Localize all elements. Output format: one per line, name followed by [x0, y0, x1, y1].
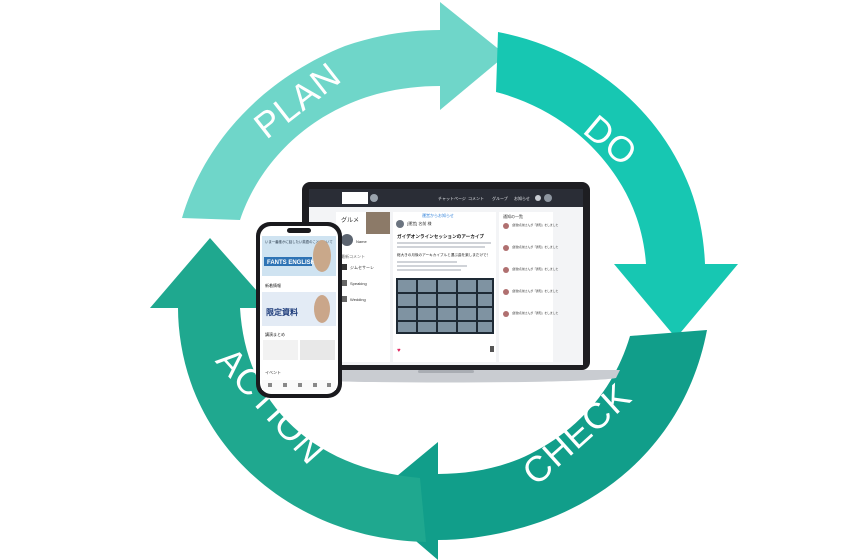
author-avatar — [396, 220, 404, 228]
list-item[interactable]: ジムセサーレ — [350, 265, 374, 270]
banner-tagline: いま一番誰かに話したい英語のことについて — [265, 239, 333, 244]
list-item[interactable]: Speaking — [350, 281, 367, 286]
banner-title: FANTS ENGLISH — [267, 260, 315, 266]
do-arrow — [496, 32, 738, 338]
left-column-title: グルメ — [341, 216, 359, 224]
notification-item[interactable]: [運営]名前さんが「通知」をしました — [512, 311, 559, 315]
card-title: 限定資料 — [266, 307, 298, 317]
phone-section-title: イベント — [265, 370, 281, 375]
laptop-mockup: チャットページ コメント グループ お知らせ グルメ Name 最新コメント ジ… — [272, 182, 620, 383]
profile-icon[interactable] — [327, 383, 331, 387]
phone-mockup: いま一番誰かに話したい英語のことについて FANTS ENGLISH 新着情報 … — [256, 222, 342, 398]
notification-item[interactable]: [運営]名前さんが「通知」をしました — [512, 289, 559, 293]
post-subtitle: 総大きの月後のアーキカイプルと選ぶ曲を楽しまだけで！ — [397, 252, 490, 257]
chat-icon[interactable] — [298, 383, 302, 387]
food-photo — [366, 212, 390, 234]
check-arrow — [368, 330, 707, 560]
bell-icon[interactable] — [313, 383, 317, 387]
post-title: ガイデオンラインセッションのアーカイブ — [397, 233, 484, 240]
profile-avatar — [341, 234, 353, 246]
plan-arrow — [182, 2, 506, 220]
nav-item-comment[interactable]: コメント — [468, 196, 484, 201]
banner-person — [313, 240, 331, 272]
notification-item[interactable]: [運営]名前さんが「通知」をしました — [512, 267, 559, 271]
user-avatar[interactable] — [544, 194, 552, 202]
cycle-ring — [150, 2, 738, 560]
search-icon[interactable] — [283, 383, 287, 387]
right-column-title: 通知の一覧 — [503, 213, 523, 219]
article-thumb[interactable] — [263, 340, 298, 360]
post-header: 運営からお知らせ — [422, 212, 454, 218]
nav-item-chat[interactable]: チャットページ — [438, 195, 466, 201]
phone-section-title: 新着情報 — [265, 282, 281, 288]
phone-section-title: 講演まとめ — [265, 331, 285, 337]
nav-item-group[interactable]: グループ — [492, 195, 508, 201]
list-item[interactable]: Wedding — [350, 297, 366, 302]
profile-name: Name — [356, 239, 367, 244]
app-logo — [342, 192, 368, 204]
article-thumb[interactable] — [300, 340, 335, 360]
notification-item[interactable]: [運営]名前さんが「通知」をしました — [512, 223, 559, 227]
bookmark-icon[interactable] — [490, 346, 494, 352]
post-author: [運営] 名前 様 — [407, 220, 431, 226]
search-icon[interactable] — [535, 195, 541, 201]
notification-item[interactable]: [運営]名前さんが「通知」をしました — [512, 245, 559, 249]
home-icon[interactable] — [268, 383, 272, 387]
action-arrow — [150, 238, 426, 542]
nav-item-notice[interactable]: お知らせ — [514, 195, 530, 201]
card-person — [314, 295, 330, 323]
heart-icon[interactable]: ♥ — [397, 348, 401, 354]
section-label: 最新コメント — [341, 253, 365, 259]
avatar — [370, 194, 378, 202]
